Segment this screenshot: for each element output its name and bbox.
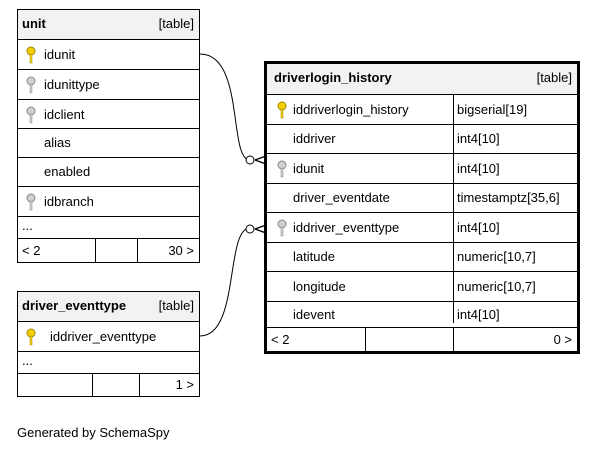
foreign-key-icon (277, 219, 287, 237)
more-columns-row: ... (18, 216, 199, 238)
ellipsis: ... (22, 353, 33, 368)
children-count: < 2 (271, 332, 290, 347)
column-name: idevent (293, 307, 335, 322)
footer-divider (453, 328, 454, 351)
column-row[interactable]: enabled (18, 157, 199, 186)
link-unit-idunit (199, 53, 251, 161)
primary-key-icon (277, 101, 287, 119)
footer-divider (137, 239, 138, 262)
column-row[interactable]: idevent int4[10] (267, 301, 577, 327)
link-eventtype (199, 227, 251, 337)
table-footer: < 2 30 > (18, 238, 199, 262)
table-kind: [table] (158, 298, 194, 313)
column-name: longitude (293, 279, 346, 294)
column-name: iddriver_eventtype (50, 329, 157, 344)
column-row[interactable]: idbranch (18, 186, 199, 216)
primary-key-icon (26, 328, 36, 346)
table-header: driverlogin_history [table] (267, 64, 577, 94)
column-name: iddriver_eventtype (293, 220, 400, 235)
column-row[interactable]: latitude numeric[10,7] (267, 242, 577, 271)
column-name: iddriver (293, 131, 336, 146)
table-name: driverlogin_history (274, 70, 392, 85)
foreign-key-icon (277, 160, 287, 178)
column-name: driver_eventdate (293, 190, 390, 205)
column-row[interactable]: iddriverlogin_history bigserial[19] (267, 94, 577, 124)
column-name: idclient (44, 107, 85, 122)
footer-divider (92, 374, 93, 396)
table-kind: [table] (536, 70, 572, 85)
type-column-divider (453, 94, 454, 323)
link-end-circle (245, 155, 255, 165)
foreign-key-icon (26, 193, 36, 211)
driverlogin-history-table[interactable]: driverlogin_history [table] iddriverlogi… (264, 61, 580, 354)
more-columns-row: ... (18, 351, 199, 373)
table-kind: [table] (158, 16, 194, 31)
parents-count: 1 > (175, 377, 194, 392)
table-name: unit (22, 16, 46, 31)
column-row[interactable]: longitude numeric[10,7] (267, 271, 577, 301)
table-footer: 1 > (18, 373, 199, 396)
column-row[interactable]: idunit (18, 39, 199, 69)
column-row[interactable]: iddriver_eventtype (18, 321, 199, 351)
column-row[interactable]: idclient (18, 99, 199, 128)
column-name: idunit (293, 161, 325, 176)
column-name: latitude (293, 249, 335, 264)
column-row[interactable]: idunittype (18, 69, 199, 99)
column-type: numeric[10,7] (457, 279, 536, 294)
children-count: < 2 (22, 243, 41, 258)
footer-divider (139, 374, 140, 396)
column-name: idunit (44, 47, 76, 62)
table-header: unit [table] (18, 10, 199, 39)
table-name: driver_eventtype (22, 298, 127, 313)
column-type: int4[10] (457, 131, 500, 146)
parents-count: 0 > (553, 332, 572, 347)
driver-eventtype-table[interactable]: driver_eventtype [table] iddriver_eventt… (17, 291, 200, 397)
column-type: int4[10] (457, 161, 500, 176)
foreign-key-icon (26, 76, 36, 94)
ellipsis: ... (22, 218, 33, 233)
primary-key-icon (26, 46, 36, 64)
parents-count: 30 > (168, 243, 194, 258)
table-header: driver_eventtype [table] (18, 292, 199, 321)
column-name: enabled (44, 164, 91, 179)
column-row[interactable]: driver_eventdate timestamptz[35,6] (267, 183, 577, 212)
footer-divider (365, 328, 366, 351)
generated-by-label: Generated by SchemaSpy (17, 425, 170, 440)
column-type: int4[10] (457, 220, 500, 235)
column-name: iddriverlogin_history (293, 102, 409, 117)
column-name: idunittype (44, 77, 100, 92)
column-name: alias (44, 135, 71, 150)
column-type: int4[10] (457, 307, 500, 322)
column-row[interactable]: idunit int4[10] (267, 153, 577, 183)
column-type: timestamptz[35,6] (457, 190, 560, 205)
table-footer: < 2 0 > (267, 327, 577, 351)
column-name: idbranch (44, 194, 94, 209)
column-row[interactable]: alias (18, 128, 199, 157)
footer-divider (95, 239, 96, 262)
column-row[interactable]: iddriver int4[10] (267, 124, 577, 153)
link-end-circle (245, 224, 255, 234)
column-type: numeric[10,7] (457, 249, 536, 264)
column-row[interactable]: iddriver_eventtype int4[10] (267, 212, 577, 242)
unit-table[interactable]: unit [table] idunit idunittype idclient … (17, 9, 200, 263)
foreign-key-icon (26, 106, 36, 124)
column-type: bigserial[19] (457, 102, 528, 117)
